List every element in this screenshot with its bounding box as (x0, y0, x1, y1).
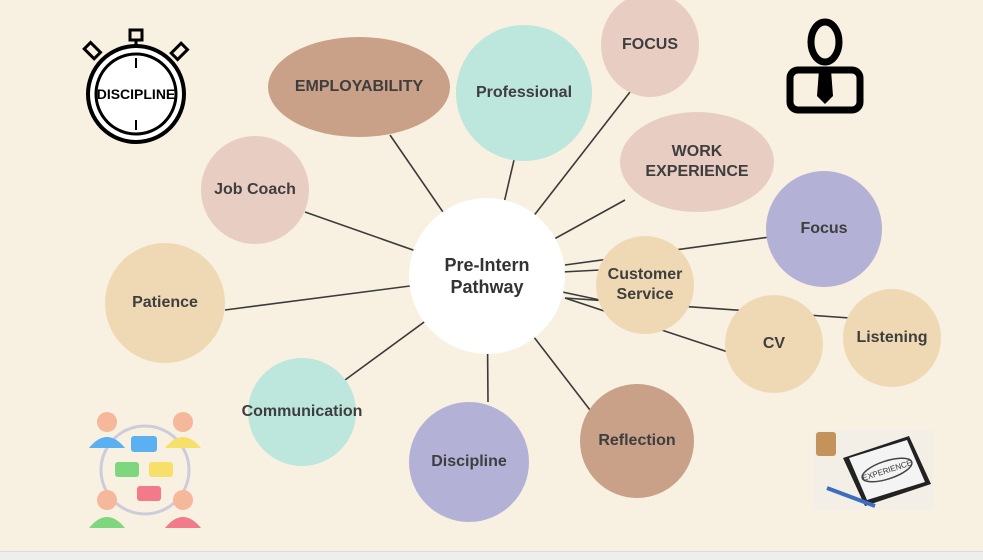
node-customer-service: Customer Service (596, 236, 694, 334)
node-cv: CV (725, 295, 823, 393)
node-label: Listening (856, 329, 928, 346)
bottom-bar (0, 551, 983, 560)
node-focus-top: FOCUS (601, 0, 699, 97)
node-job-coach: Job Coach (201, 136, 309, 244)
node-label: Professional (475, 84, 573, 101)
stopwatch-label: DISCIPLINE (97, 86, 176, 102)
node-focus: Focus (766, 171, 882, 287)
node-label: Customer Service (607, 266, 683, 303)
experience-tablet-image: EXPERIENCE (813, 430, 933, 510)
node-employability: EMPLOYABILITY (268, 37, 450, 137)
node-label: Patience (132, 294, 198, 311)
node-label: WORK EXPERIENCE (645, 143, 749, 180)
node-work-experience: WORK EXPERIENCE (620, 112, 774, 212)
node-reflection: Reflection (580, 384, 694, 498)
node-label: Reflection (598, 432, 676, 449)
node-professional: Professional (456, 25, 592, 161)
node-label: EMPLOYABILITY (294, 78, 424, 95)
node-discipline: Discipline (409, 402, 529, 522)
node-label: Focus (800, 220, 848, 237)
businessman-icon (786, 18, 864, 114)
stopwatch-icon: DISCIPLINE (82, 28, 190, 144)
node-label: Job Coach (214, 181, 296, 198)
node-label: Communication (241, 403, 363, 420)
center-node: Pre-Intern Pathway (409, 198, 565, 354)
node-label: CV (762, 335, 786, 352)
group-communication-icon (89, 412, 201, 528)
node-listening: Listening (843, 289, 941, 387)
node-communication: Communication (242, 358, 362, 466)
node-patience: Patience (105, 243, 225, 363)
center-label: Pre-Intern Pathway (444, 255, 530, 297)
node-label: Discipline (431, 453, 507, 470)
node-label: FOCUS (622, 36, 678, 53)
